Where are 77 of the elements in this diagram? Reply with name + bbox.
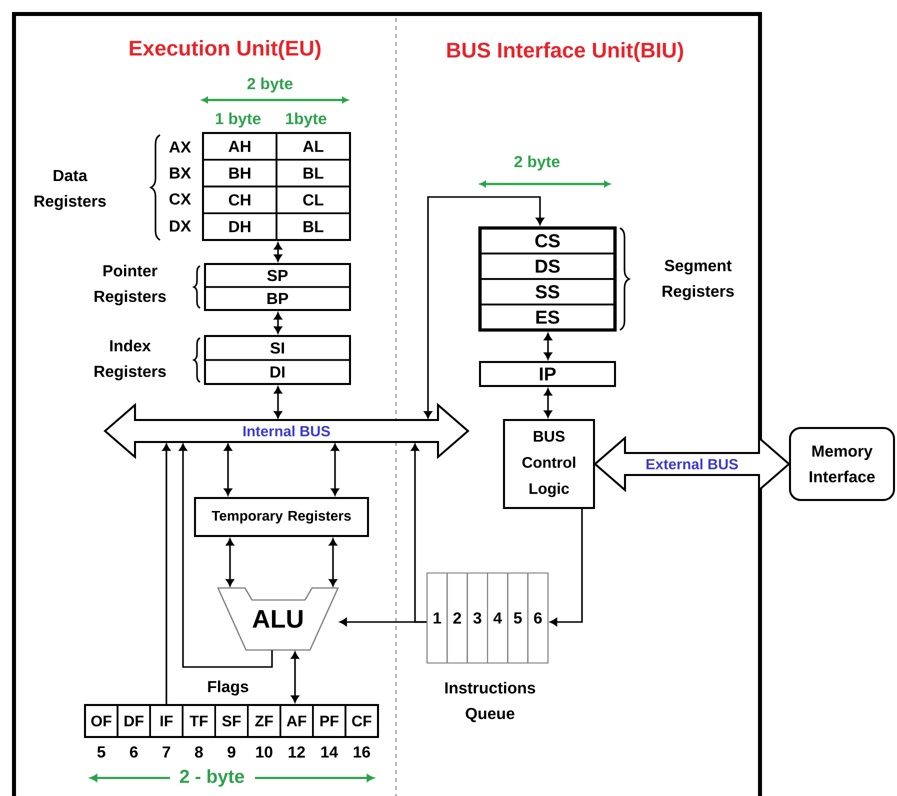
- arrow: [224, 444, 232, 496]
- label: 16: [354, 746, 370, 758]
- title: Execution Unit(EU): [130, 40, 321, 60]
- register-cell: IP: [540, 368, 556, 380]
- interface-box: Memory Interface: [789, 427, 895, 501]
- heading: Flags: [208, 680, 248, 696]
- queue-slot: 5: [507, 572, 528, 664]
- dimension-label: 2 byte: [247, 78, 293, 92]
- register-cell: BL: [276, 212, 351, 241]
- register-cell: DS: [479, 252, 616, 280]
- queue-slot: 6: [527, 572, 549, 664]
- arrow: [411, 444, 426, 623]
- flag-cell: TF: [182, 704, 216, 738]
- register-cell: BL: [276, 158, 351, 188]
- register-cell: DH: [202, 212, 278, 241]
- arrow: [424, 196, 544, 418]
- register-cell: CH: [202, 186, 278, 214]
- register-cell: CS: [479, 227, 616, 254]
- flag-cell: AF: [280, 704, 314, 738]
- register-cell: BP: [204, 286, 351, 311]
- dimension-label: 2 - byte: [180, 769, 244, 787]
- flag-cell: ZF: [247, 704, 282, 738]
- register-box: Temporary Registers: [194, 497, 369, 537]
- label: 7: [162, 746, 170, 758]
- heading: Instructions Queue: [445, 682, 536, 722]
- register-cell: DI: [204, 359, 351, 385]
- arrow: [544, 333, 552, 360]
- flag-cell: IF: [149, 704, 184, 738]
- label: 14: [321, 746, 338, 758]
- flag-cell: PF: [312, 704, 346, 738]
- label: 8: [194, 746, 203, 758]
- label: 10: [256, 746, 272, 758]
- label: BX: [170, 168, 191, 178]
- label: 6: [130, 746, 138, 758]
- dimension-label: 1 byte: [216, 112, 261, 128]
- edge-label: External BUS: [644, 457, 740, 471]
- register-cell: SS: [479, 278, 616, 306]
- queue-slot: 1: [426, 572, 448, 664]
- label: Index Registers: [94, 340, 166, 380]
- queue-slot: 3: [466, 572, 488, 664]
- arrow: [179, 444, 273, 668]
- register-cell: BH: [202, 158, 278, 188]
- label: CX: [170, 193, 191, 205]
- register-cell: SP: [204, 263, 351, 288]
- queue-slot: 2: [446, 572, 468, 664]
- label: Pointer Registers: [94, 264, 166, 306]
- register-cell: SI: [204, 335, 351, 361]
- dimension-label: 1byte: [286, 112, 326, 128]
- register-cell: ES: [479, 304, 616, 331]
- flag-cell: CF: [344, 704, 379, 738]
- arrow: [162, 444, 170, 704]
- title: BUS Interface Unit(BIU): [447, 42, 684, 62]
- register-cell: CL: [276, 186, 351, 214]
- label: Data Registers: [34, 170, 106, 210]
- label: 5: [97, 746, 106, 758]
- arrow: [274, 242, 282, 262]
- register-cell: AH: [202, 132, 278, 161]
- label: AX: [169, 142, 191, 152]
- label: 9: [228, 746, 236, 758]
- flag-cell: DF: [116, 704, 151, 738]
- label: DX: [170, 220, 191, 232]
- label: 12: [288, 746, 305, 758]
- arrow: [331, 444, 339, 496]
- arrow: [550, 509, 583, 626]
- register-cell: AL: [276, 132, 351, 161]
- arrow: [291, 652, 300, 703]
- label: Segment Registers: [662, 260, 734, 300]
- arrow: [329, 538, 337, 586]
- control-box: BUS Control Logic: [503, 419, 595, 509]
- arrow: [226, 538, 234, 586]
- arrow: [274, 386, 282, 418]
- arrow: [544, 388, 552, 418]
- flag-cell: SF: [214, 704, 249, 738]
- dimension-label: 2 byte: [514, 156, 560, 170]
- queue-slot: 4: [486, 572, 508, 664]
- flag-cell: OF: [84, 704, 118, 738]
- arrow: [274, 312, 282, 334]
